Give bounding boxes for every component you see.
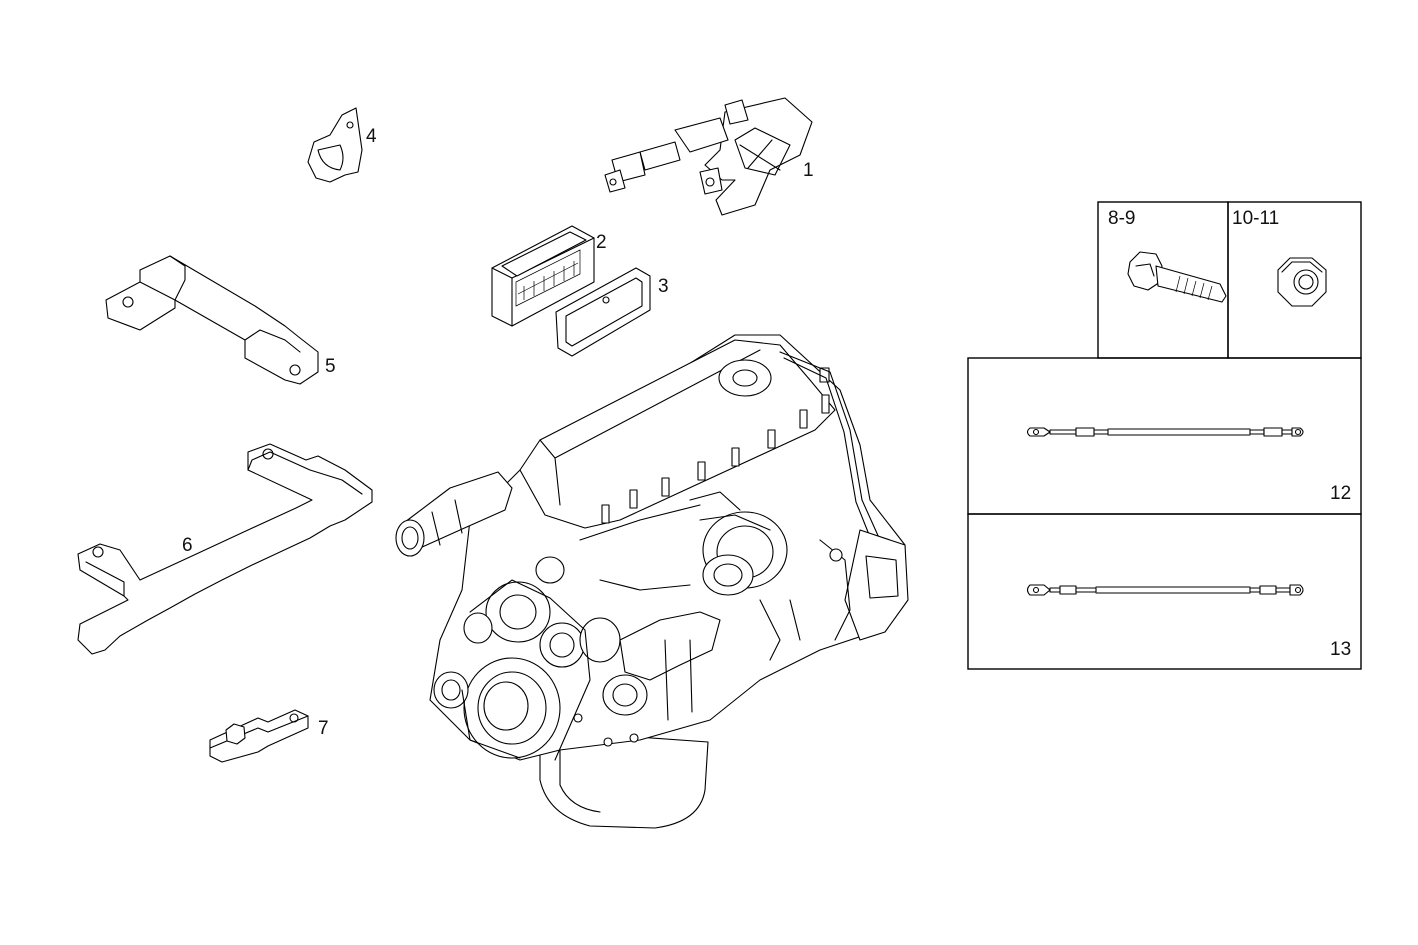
callout-7: 7 bbox=[318, 718, 329, 739]
flange-nut-icon bbox=[1277, 257, 1327, 307]
callout-4: 4 bbox=[366, 126, 377, 147]
engine-drawing-icon bbox=[395, 334, 909, 829]
flange-bolt-icon bbox=[1127, 251, 1227, 303]
gasket-icon bbox=[555, 267, 651, 357]
callout-12: 12 bbox=[1330, 483, 1351, 504]
ground-cable-icon bbox=[1026, 584, 1304, 596]
callout-1: 1 bbox=[803, 160, 814, 181]
plate-icon bbox=[77, 443, 373, 655]
ecu-unit-icon bbox=[491, 225, 595, 327]
callout-10-11: 10-11 bbox=[1232, 208, 1279, 229]
parts-box-13 bbox=[967, 513, 1362, 670]
ground-cable-icon bbox=[1026, 427, 1304, 437]
pipe-clip-icon bbox=[307, 107, 363, 183]
bracket-icon bbox=[105, 255, 319, 385]
callout-2: 2 bbox=[596, 232, 607, 253]
parts-box-12 bbox=[967, 357, 1362, 515]
callout-6: 6 bbox=[182, 535, 193, 556]
bracket-icon bbox=[209, 709, 309, 763]
callout-3: 3 bbox=[658, 276, 669, 297]
callout-5: 5 bbox=[325, 356, 336, 377]
sensor-bracket-icon bbox=[604, 97, 813, 216]
callout-8-9: 8-9 bbox=[1108, 208, 1135, 229]
callout-13: 13 bbox=[1330, 639, 1351, 660]
